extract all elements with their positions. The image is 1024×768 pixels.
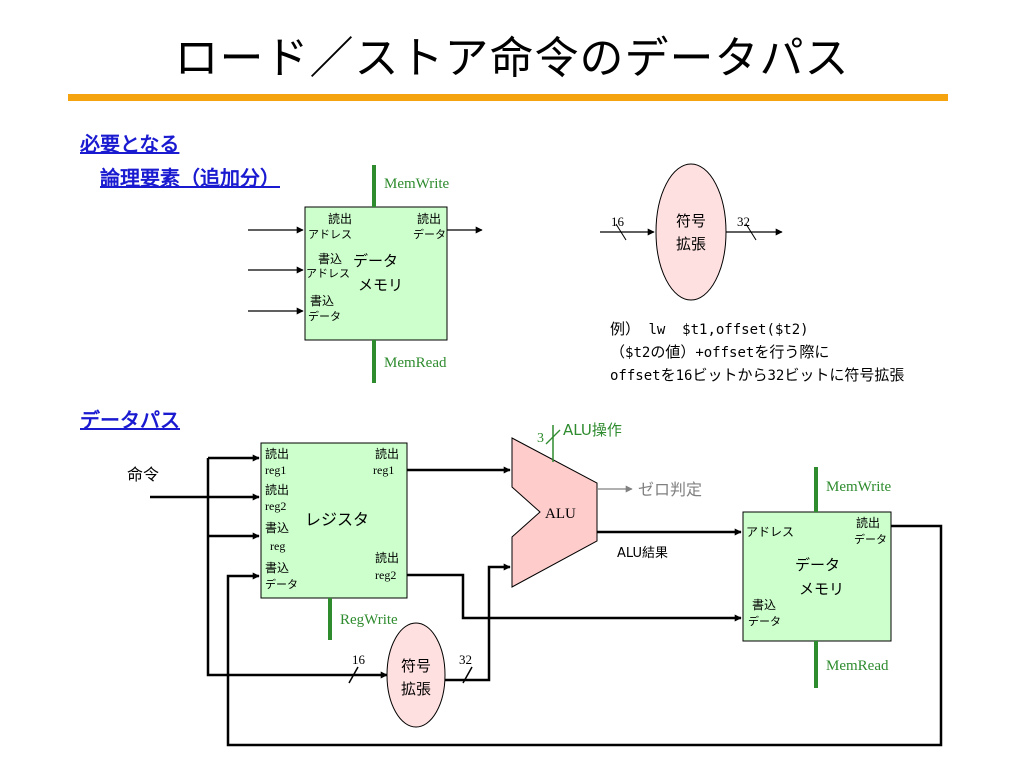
- reg-read-data1-1: 読出: [375, 446, 399, 461]
- reg-read-data1-2: reg1: [373, 463, 394, 477]
- mem-read-data-to-reg-write: [226, 524, 943, 747]
- example-note: 例） lw $t1,offset($t2) （$t2の値）+offsetを行う際…: [610, 318, 904, 387]
- alu-shape: [511, 437, 598, 588]
- reg-write-data-1: 書込: [265, 561, 289, 575]
- bottom-mem-read-label: MemRead: [826, 658, 889, 674]
- alu-op-bus-tick: [545, 429, 561, 445]
- bottom-sign-ext-out-bits: 32: [459, 652, 472, 667]
- bottom-mem-name-1: データ: [795, 556, 840, 574]
- heading-required-1: 必要となる: [80, 132, 180, 156]
- top-mem-read-data-2: データ: [413, 227, 446, 241]
- top-memory-box: [304, 206, 448, 341]
- top-mem-write-label: MemWrite: [384, 176, 450, 192]
- bottom-sign-ext-in-bits: 16: [352, 652, 366, 667]
- bottom-mem-write-data-2: データ: [748, 614, 781, 628]
- read-data2-to-write-data: [407, 573, 742, 622]
- reg-read-reg2-1: 読出: [265, 482, 289, 497]
- top-sign-extender: 符号 拡張 16 32: [600, 163, 783, 301]
- heading-datapath: データパス: [80, 408, 180, 432]
- instruction-label: 命令: [127, 465, 159, 484]
- reg-read-reg2-2: reg2: [265, 499, 286, 513]
- bottom-mem-write-data-1: 書込: [752, 598, 776, 612]
- alu-name: ALU: [545, 506, 576, 522]
- bottom-sign-extender: 符号 拡張 16 32: [348, 622, 473, 728]
- top-mem-read-addr-2: アドレス: [308, 228, 352, 241]
- bottom-memory-box: [742, 511, 892, 642]
- example-line-2: （$t2の値）+offsetを行う際に: [610, 343, 830, 361]
- reg-read-reg1-1: 読出: [265, 446, 289, 461]
- alu: ALU 3 ALU操作 ゼロ判定 ALU結果: [511, 421, 742, 588]
- top-data-memory: 読出 アドレス 書込 アドレス 書込 データ 読出 データ データ メモリ Me…: [248, 165, 483, 383]
- top-mem-write-data-2: データ: [308, 309, 341, 323]
- alu-op-label: ALU操作: [563, 421, 622, 439]
- reg-write-reg-1: 書込: [265, 521, 289, 535]
- instruction-trunk: [206, 458, 352, 677]
- bottom-mem-write-label: MemWrite: [826, 479, 892, 495]
- heading-required-2: 論理要素（追加分）: [100, 166, 280, 190]
- top-bus-tick-out: [745, 223, 757, 241]
- bottom-mem-name-2: メモリ: [799, 580, 844, 598]
- top-mem-write-data-1: 書込: [310, 294, 334, 308]
- bottom-sign-ext-label-1: 符号: [401, 657, 431, 675]
- reg-write-data-2: データ: [265, 577, 298, 591]
- top-sign-ext-out-bits: 32: [737, 214, 750, 229]
- reg-read-reg1-2: reg1: [265, 463, 286, 477]
- top-sign-ext-ellipse: [655, 163, 727, 301]
- bottom-sign-ext-label-2: 拡張: [401, 680, 431, 698]
- register-file: 読出 reg1 読出 reg2 書込 reg 書込 データ 読出 reg1 読出…: [260, 442, 408, 640]
- alu-result-label: ALU結果: [617, 546, 668, 561]
- top-mem-name-2: メモリ: [358, 276, 403, 294]
- bottom-mem-read-data-1: 読出: [856, 515, 880, 530]
- example-line-1: 例） lw $t1,offset($t2): [610, 320, 809, 338]
- top-bus-tick-in: [615, 223, 627, 241]
- alu-zero-label: ゼロ判定: [638, 480, 702, 499]
- bottom-bus-tick-in: [348, 666, 359, 684]
- register-file-name: レジスタ: [305, 510, 369, 529]
- bottom-mem-read-data-2: データ: [854, 532, 887, 546]
- top-mem-read-data-1: 読出: [417, 211, 441, 226]
- top-sign-ext-label-1: 符号: [676, 212, 706, 230]
- reg-write-label: RegWrite: [340, 612, 398, 628]
- bottom-sign-ext-ellipse: [386, 622, 446, 728]
- title-underline: [68, 94, 948, 101]
- slide-title: ロード／ストア命令のデータパス: [174, 33, 850, 84]
- top-mem-read-label: MemRead: [384, 355, 447, 371]
- top-mem-read-addr-1: 読出: [328, 211, 352, 226]
- reg-write-reg-2: reg: [270, 539, 285, 553]
- top-sign-ext-in-bits: 16: [611, 214, 625, 229]
- alu-op-bits: 3: [537, 431, 544, 446]
- example-line-3: offsetを16ビットから32ビットに符号拡張: [610, 366, 905, 384]
- top-mem-write-addr-1: 書込: [318, 252, 342, 266]
- top-mem-write-addr-2: アドレス: [306, 267, 350, 280]
- top-sign-ext-label-2: 拡張: [676, 235, 706, 253]
- top-mem-name-1: データ: [353, 252, 398, 270]
- bottom-data-memory: アドレス 読出 データ 書込 データ データ メモリ MemWrite MemR…: [742, 467, 892, 688]
- register-file-box: [260, 442, 408, 599]
- reg-read-data2-1: 読出: [375, 550, 399, 565]
- sign-ext-to-alu: [445, 563, 511, 682]
- reg-read-data2-2: reg2: [375, 568, 396, 582]
- bottom-mem-addr: アドレス: [746, 525, 794, 539]
